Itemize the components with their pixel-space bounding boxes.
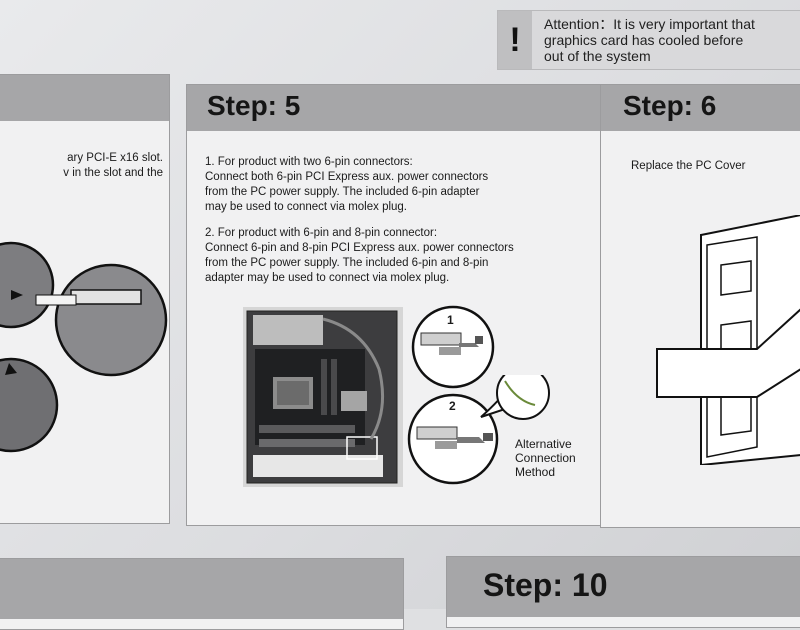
instruction-line: 1. For product with two 6-pin connectors… <box>205 156 413 168</box>
attention-text: Attention：It is very important that grap… <box>544 16 800 64</box>
step-5-title: Step: 5 <box>207 90 301 121</box>
callout-circle-1 <box>411 305 495 389</box>
panel-header <box>0 559 403 619</box>
step-6-text: Replace the PC Cover <box>631 160 746 172</box>
panel-header: Step: 10 <box>447 557 800 617</box>
exclamation-icon: ! <box>498 11 532 69</box>
card-install-illustration <box>0 241 168 453</box>
attention-line: out of the system <box>544 48 651 64</box>
step-5-instructions: 1. For product with two 6-pin connectors… <box>205 155 514 286</box>
callout-circle-2 <box>407 375 550 485</box>
panel-header <box>0 75 169 121</box>
pc-cover-illustration <box>656 215 800 465</box>
label-line: Method <box>515 465 556 479</box>
panel-step-6: Step: 6 Replace the PC Cover <box>600 84 800 528</box>
instruction-line: from the PC power supply. The included 6… <box>205 257 489 269</box>
instruction-line: adapter may be used to connect via molex… <box>205 272 450 284</box>
pc-case-photo <box>243 307 403 487</box>
spacer <box>205 215 514 226</box>
callout-number-2: 2 <box>449 399 456 413</box>
text-line: ary PCI-E x16 slot. <box>67 152 163 164</box>
panel-next-row-left <box>0 558 404 630</box>
instruction-line: Connect 6-pin and 8-pin PCI Express aux.… <box>205 242 514 254</box>
panel-step-10: Step: 10 <box>446 556 800 628</box>
attention-line: graphics card has cooled before <box>544 32 744 48</box>
panel-header: Step: 6 <box>601 85 800 131</box>
label-line: Alternative <box>515 437 572 451</box>
attention-box: ! Attention：It is very important that gr… <box>497 10 800 70</box>
instruction-line: from the PC power supply. The included 6… <box>205 186 480 198</box>
step-6-title: Step: 6 <box>623 90 717 121</box>
instruction-line: 2. For product with 6-pin and 8-pin conn… <box>205 227 438 239</box>
alternative-connection-label: Alternative Connection Method <box>515 437 576 479</box>
panel-previous-step: ary PCI-E x16 slot. v in the slot and th… <box>0 74 170 524</box>
attention-line: Attention：It is very important that <box>544 16 755 32</box>
callout-number-1: 1 <box>447 313 454 327</box>
instruction-line: may be used to connect via molex plug. <box>205 201 408 213</box>
label-line: Connection <box>515 451 576 465</box>
panel-step-5: Step: 5 1. For product with two 6-pin co… <box>186 84 628 526</box>
text-line: v in the slot and the <box>63 167 163 179</box>
step-10-title: Step: 10 <box>483 567 608 603</box>
instruction-line: Connect both 6-pin PCI Express aux. powe… <box>205 171 489 183</box>
panel-header: Step: 5 <box>187 85 627 131</box>
prev-step-text: ary PCI-E x16 slot. v in the slot and th… <box>3 151 163 181</box>
